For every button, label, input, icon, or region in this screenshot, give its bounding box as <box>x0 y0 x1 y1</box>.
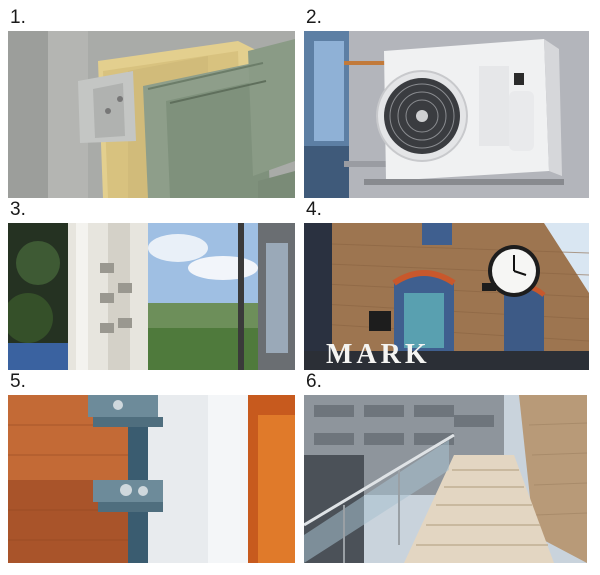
panel-3: 3. <box>8 200 298 390</box>
photo-glass-staircase <box>304 395 587 563</box>
panel-1: 1. <box>8 8 298 198</box>
panel-4: 4. MARK <box>304 200 594 390</box>
panel-6: 6. <box>304 371 594 563</box>
photo-air-conditioner <box>304 31 589 198</box>
panel-number: 5. <box>10 371 26 392</box>
panel-number: 2. <box>306 7 322 28</box>
store-sign: MARK <box>326 339 431 370</box>
photo-wall-brackets <box>8 395 295 563</box>
panel-5: 5. <box>8 371 298 563</box>
panel-2: 2. <box>304 8 594 198</box>
panel-number: 1. <box>10 7 26 28</box>
panel-number: 4. <box>306 199 322 220</box>
photo-brick-building: MARK <box>304 223 589 370</box>
panel-number: 6. <box>306 371 322 392</box>
panel-number: 3. <box>10 199 26 220</box>
photo-cladding-bracket <box>8 31 295 198</box>
photo-facade-anchors <box>8 223 295 370</box>
